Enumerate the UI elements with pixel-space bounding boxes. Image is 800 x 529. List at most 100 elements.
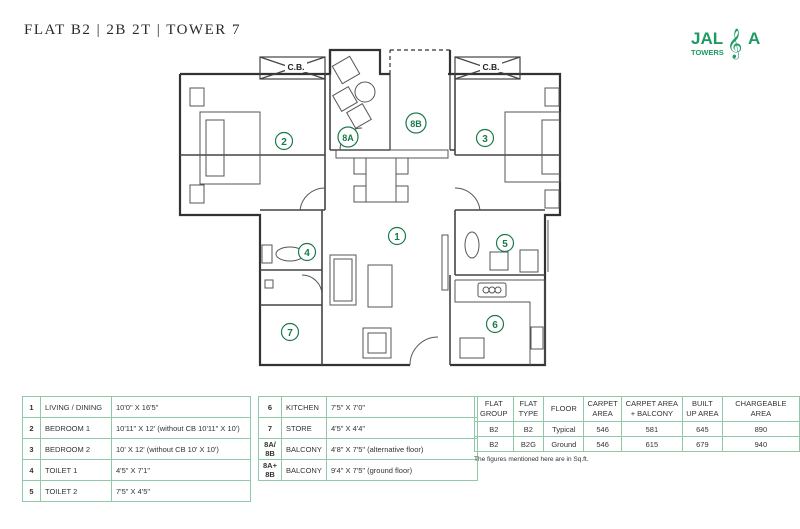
table-cell: BALCONY [281,459,327,481]
table-header-cell: CARPET AREA + BALCONY [620,396,683,422]
table-cell: 2 [22,417,41,439]
table-cell: 8A/ 8B [258,438,282,460]
room-marker-2: 2 [274,131,294,151]
table-cell: TOILET 2 [40,480,112,502]
table-cell: 7'5" X 7'0" [326,396,478,418]
table-cell: 5 [22,480,41,502]
logo-subtitle: TOWERS [691,48,724,57]
table-cell: STORE [281,417,327,439]
table-cell: 10' X 12' (without CB 10' X 10') [111,438,251,460]
closet-label-left: C.B. [288,62,305,72]
bed-right [504,87,561,209]
table-header-cell: CHARGEABLE AREA [721,396,800,422]
table-cell: BALCONY [281,438,327,460]
table-header-cell: BUILT UP AREA [681,396,723,422]
outer-walls [178,48,562,367]
table-cell: Ground [543,436,585,452]
table-cell: 940 [721,436,800,452]
table-cell: 7 [258,417,282,439]
table-header-row: FLAT GROUP FLAT TYPE FLOOR CARPET AREA C… [474,396,800,422]
room-marker-5: 5 [495,233,515,253]
closet-label-right: C.B. [483,62,500,72]
balcony-edge [330,49,451,150]
table-cell: 6 [258,396,282,418]
table-header-cell: FLAT GROUP [474,396,514,422]
jalsa-towers-logo: JAL 𝄞 A TOWERS [691,28,760,60]
table-cell: 10'0" X 16'5" [111,396,251,418]
balcony-furniture [331,55,376,129]
table-cell: 4'5" X 4'4" [326,417,478,439]
room-marker-7-label: 7 [287,328,293,339]
room-marker-3: 3 [475,128,495,148]
table-cell: 645 [681,421,723,437]
table-header-cell: CARPET AREA [583,396,622,422]
table-cell: 3 [22,438,41,460]
table-cell: KITCHEN [281,396,327,418]
table-cell: 679 [681,436,723,452]
table-cell: TOILET 1 [40,459,112,481]
table-cell: 890 [721,421,800,437]
dining-table [335,149,449,203]
toilet-2-fixtures [464,220,549,273]
table-header-cell: FLOOR [543,396,585,422]
toilet-1-fixtures [261,244,305,289]
table-cell: 7'5" X 4'5" [111,480,251,502]
logo-clef-icon: 𝄞 [727,28,742,60]
table-cell: 4'8" X 7'5" (alternative floor) [326,438,478,460]
room-marker-8b-label: 8B [410,119,422,129]
table-header-cell: FLAT TYPE [512,396,545,422]
table-cell: 4'5" X 7'1" [111,459,251,481]
room-marker-4: 4 [297,242,317,262]
table-cell: 546 [583,436,622,452]
room-marker-8b: 8B [405,112,427,134]
page-title: FLAT B2 | 2B 2T | TOWER 7 [24,22,242,38]
doors [299,127,481,366]
floor-plan: C.B. C.B. [178,48,562,367]
logo-word-left: JAL [691,29,723,48]
bed-left [189,87,261,204]
room-marker-7: 7 [280,322,300,342]
room-markers: 1 2 3 4 5 6 7 8A 8B [274,112,515,342]
logo-word-right: A [748,29,760,48]
room-marker-1-label: 1 [394,232,400,243]
table-cell: Typical [543,421,585,437]
room-marker-8a: 8A [337,126,359,148]
table-cell: 8A+ 8B [258,459,282,481]
room-marker-1: 1 [387,226,407,246]
kitchen-fixtures [454,279,546,365]
table-cell: BEDROOM 1 [40,417,112,439]
table-cell: 546 [583,421,622,437]
table-cell: B2 [474,421,514,437]
room-marker-6-label: 6 [492,320,498,331]
room-marker-2-label: 2 [281,137,287,148]
room-marker-4-label: 4 [304,248,310,259]
room-marker-3-label: 3 [482,134,488,145]
living-furniture [329,234,449,359]
table-cell: 615 [620,436,683,452]
room-marker-8a-label: 8A [342,133,354,143]
table-cell: B2 [474,436,514,452]
room-marker-5-label: 5 [502,239,508,250]
area-table: FLAT GROUP FLAT TYPE FLOOR CARPET AREA C… [474,396,800,452]
table-cell: LIVING / DINING [40,396,112,418]
table-cell: 4 [22,459,41,481]
table-cell: 581 [620,421,683,437]
table-cell: B2 [512,421,545,437]
table-cell: 10'11" X 12' (without CB 10'11" X 10') [111,417,251,439]
table-cell: B2G [512,436,545,452]
table-cell: BEDROOM 2 [40,438,112,460]
table-cell: 1 [22,396,41,418]
